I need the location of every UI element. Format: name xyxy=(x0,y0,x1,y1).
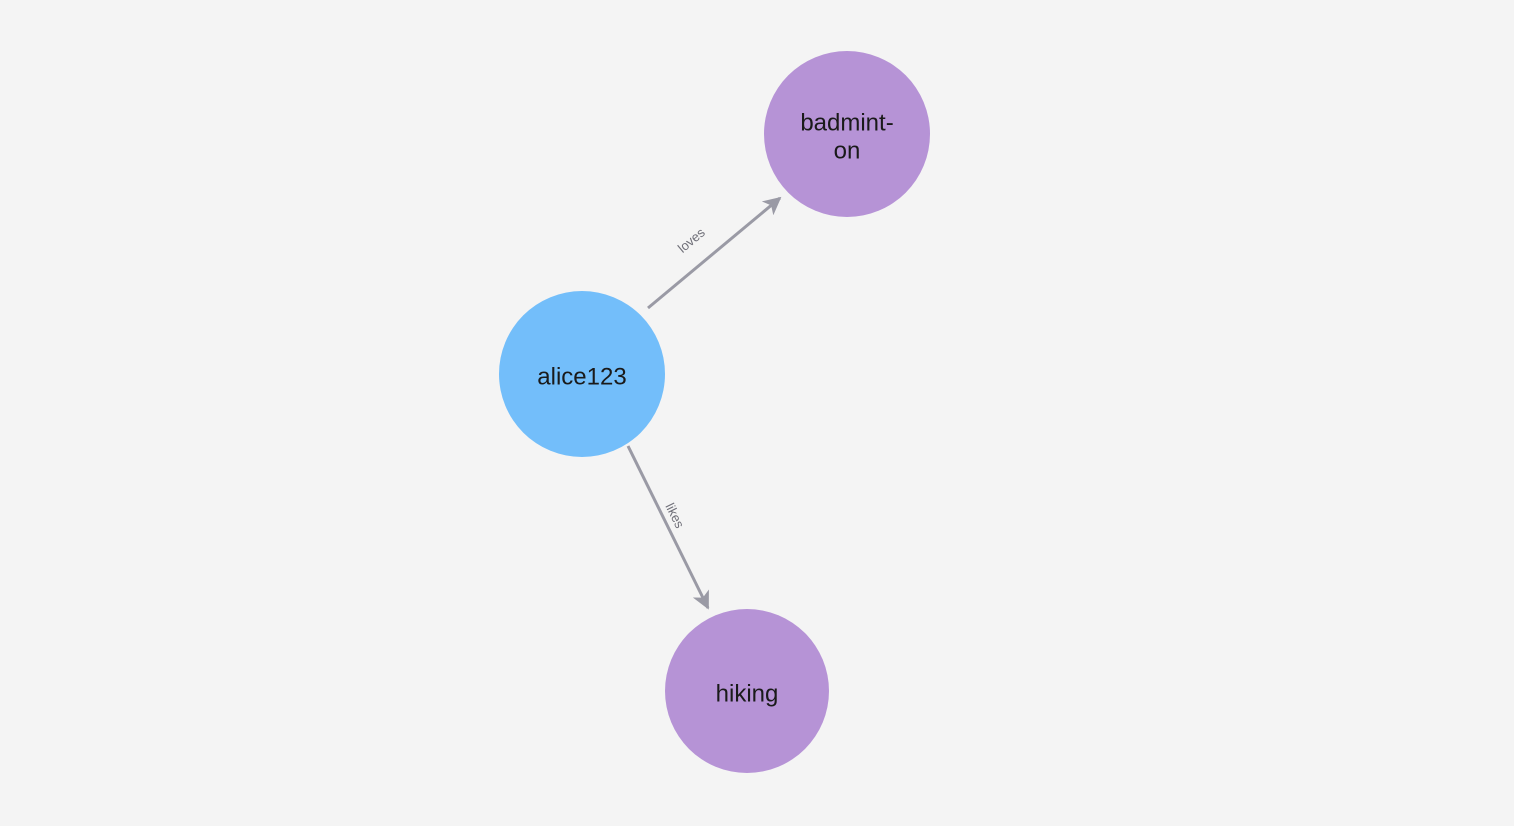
node-circle-alice123[interactable] xyxy=(499,291,665,457)
edge-line-loves[interactable] xyxy=(647,196,782,310)
edge-label-loves: loves xyxy=(675,224,708,255)
nodes-layer: badmint- on alice123 hiking xyxy=(499,51,930,773)
edge-alice123-likes-hiking[interactable]: likes xyxy=(626,445,710,610)
graph-node-alice123[interactable]: alice123 xyxy=(499,291,665,457)
graph-node-badminton[interactable]: badmint- on xyxy=(764,51,930,217)
graph-node-hiking[interactable]: hiking xyxy=(665,609,829,773)
node-circle-badminton[interactable] xyxy=(764,51,930,217)
edge-alice123-loves-badminton[interactable]: loves xyxy=(647,196,782,310)
node-circle-hiking[interactable] xyxy=(665,609,829,773)
edge-line-likes[interactable] xyxy=(626,445,710,610)
